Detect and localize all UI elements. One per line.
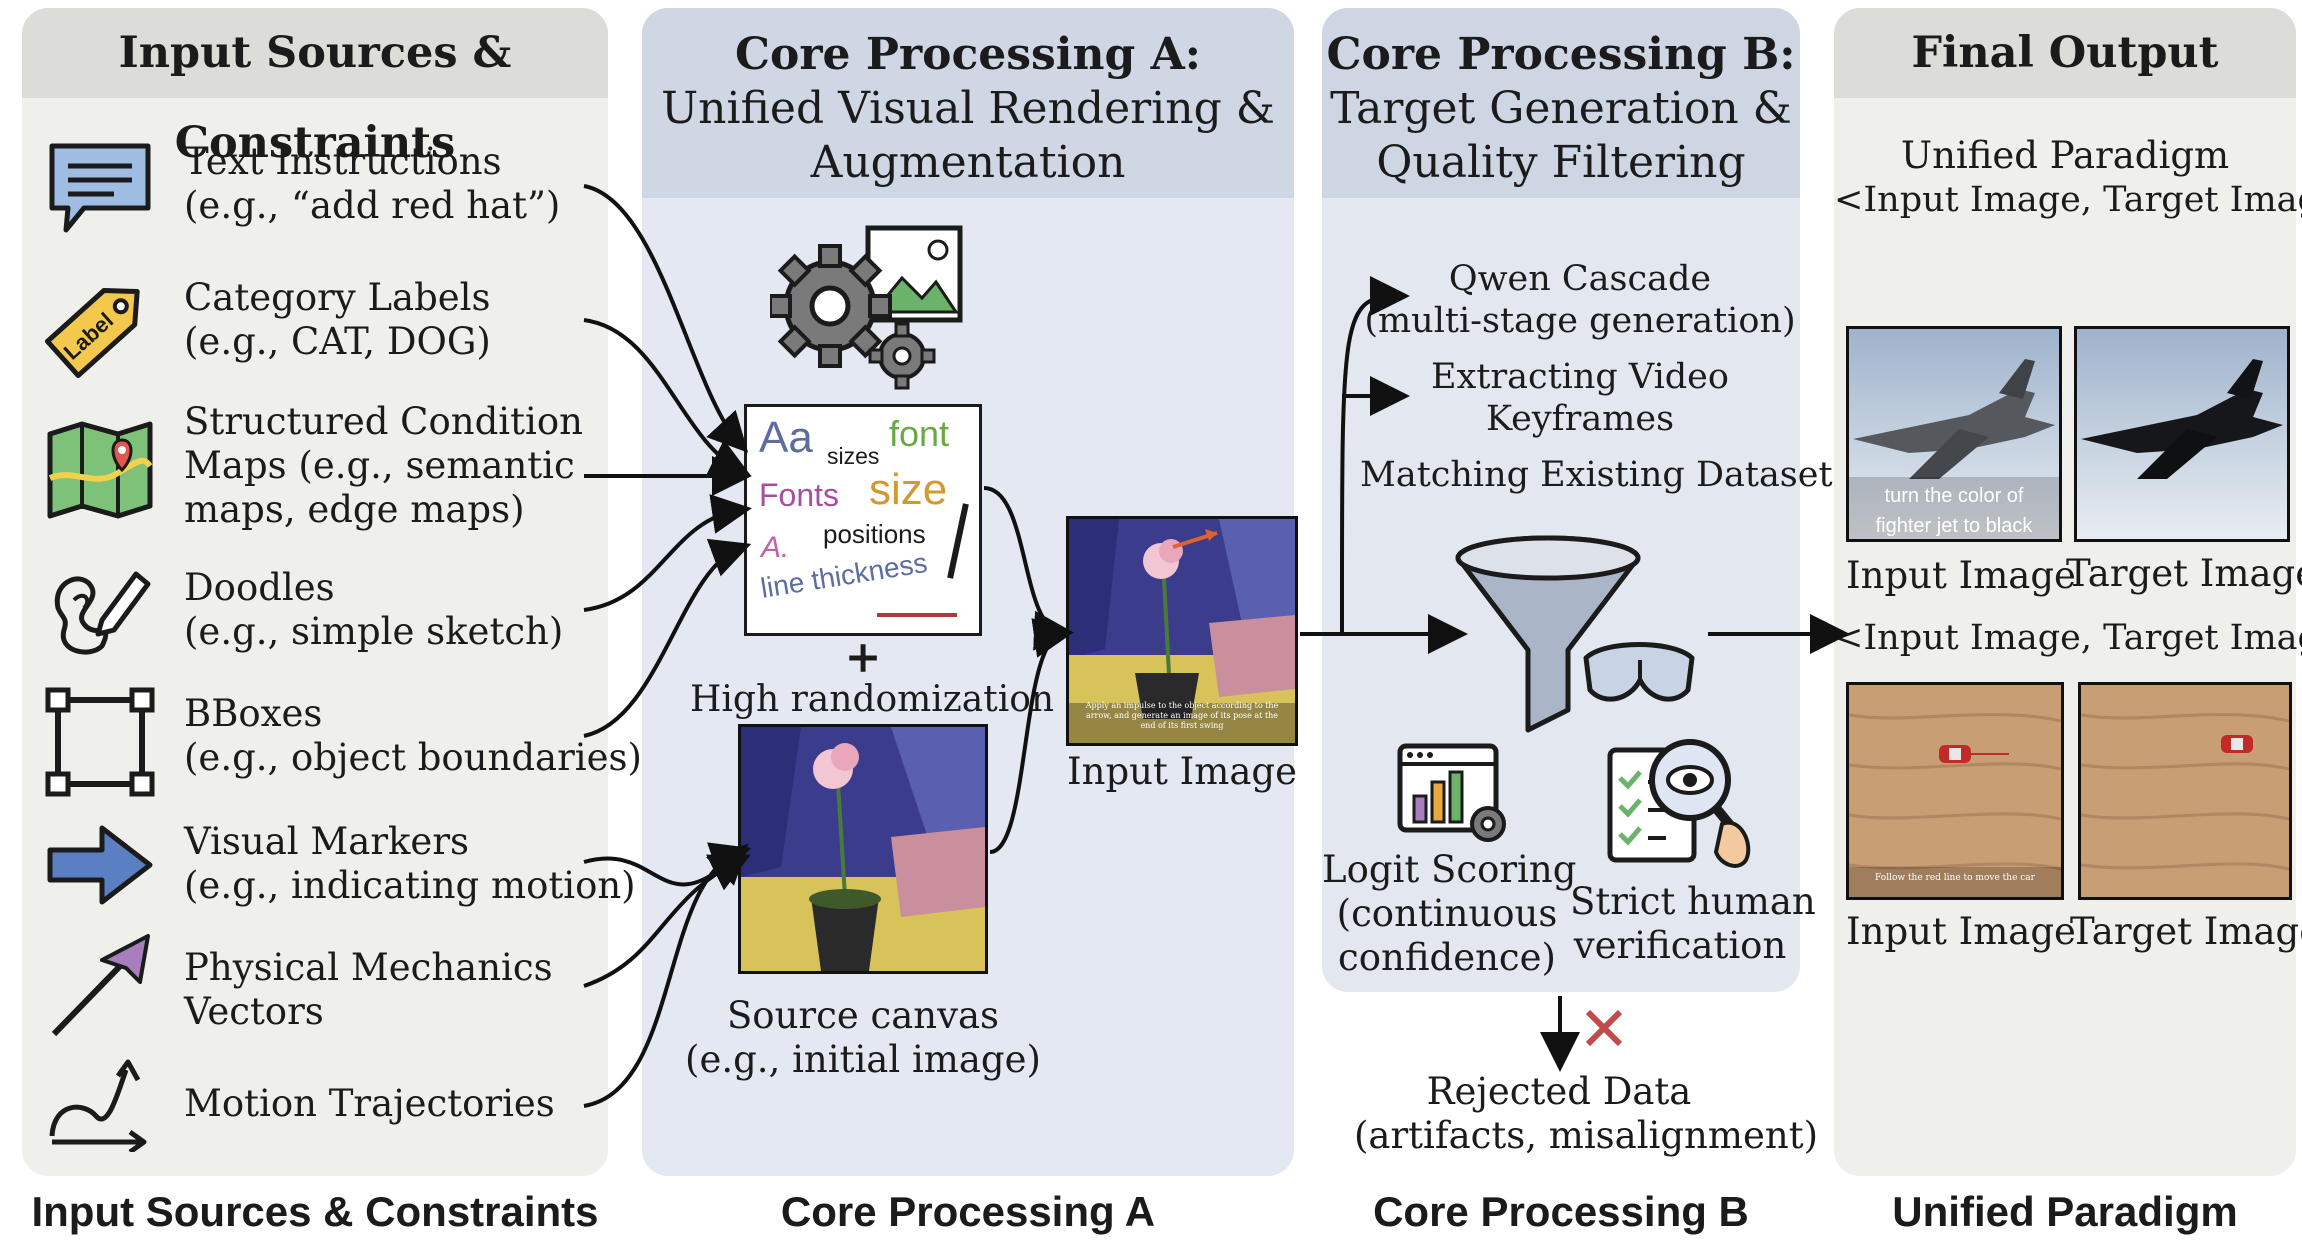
arrow-category-labels bbox=[583, 318, 751, 476]
arrow-motion-trajectories bbox=[583, 842, 752, 1108]
doodle-pen-icon bbox=[54, 571, 151, 655]
arrow-branch-qwen bbox=[1339, 276, 1410, 635]
font-sample-font: font bbox=[889, 413, 950, 454]
pair-label: <Input Image, Target Image> bbox=[1834, 618, 2302, 658]
source-canvas-image bbox=[738, 724, 988, 974]
reject-x-icon bbox=[1585, 1009, 1623, 1047]
arrow-marker-icon bbox=[47, 825, 153, 905]
panel-title: Final Output bbox=[1834, 8, 2296, 98]
funnel-goggles-icon bbox=[1455, 535, 1695, 733]
source-existing-datasets: Matching Existing Datasets bbox=[1360, 455, 1851, 495]
bbox-icon bbox=[45, 687, 155, 797]
arrow-text-instructions bbox=[583, 184, 749, 453]
font-sample-sizes: sizes bbox=[827, 443, 880, 469]
arrow-bboxes bbox=[583, 538, 752, 738]
red-line-mark bbox=[877, 613, 957, 617]
source-qwen-cascade: Qwen Cascade(multi-stage generation) bbox=[1364, 259, 1796, 341]
item-category-labels: Category Labels(e.g., CAT, DOG) bbox=[184, 276, 491, 363]
item-motion-trajectories: Motion Trajectories bbox=[184, 1082, 555, 1125]
item-visual-markers: Visual Markers(e.g., indicating motion) bbox=[184, 820, 636, 907]
label-tag-icon: Label bbox=[44, 288, 140, 379]
footer-core-b: Core Processing B bbox=[1373, 1188, 1749, 1235]
jet-target-image bbox=[2074, 326, 2290, 542]
chart-gear-icon bbox=[1397, 743, 1506, 842]
font-sample-a: A. bbox=[761, 531, 790, 564]
rendered-input-label: Input Image bbox=[1067, 750, 1297, 793]
font-sample-aa: Aa bbox=[759, 413, 813, 462]
car-input-label: Input Image bbox=[1846, 910, 2076, 953]
panel-title: Core Processing A: Unified Visual Render… bbox=[642, 8, 1294, 198]
font-sample-size: size bbox=[869, 465, 948, 514]
instruction-overlay-text: Apply an impulse to the object according… bbox=[1085, 701, 1279, 730]
vector-arrow-icon bbox=[51, 934, 150, 1037]
chat-bubble-icon bbox=[49, 143, 151, 233]
font-sample-positions: positions bbox=[823, 519, 926, 549]
trajectory-icon bbox=[49, 1059, 147, 1152]
plus-sign: + bbox=[844, 632, 882, 683]
rejected-data-label: Rejected Data(artifacts, misalignment) bbox=[1354, 1070, 1818, 1157]
footer-input-sources: Input Sources & Constraints bbox=[31, 1188, 599, 1235]
item-text-instructions: Text Instructions(e.g., “add red hat”) bbox=[184, 140, 561, 227]
arrow-doodles bbox=[583, 494, 752, 612]
checklist-magnifier-icon bbox=[1607, 739, 1751, 868]
car-caption: Follow the red line to move the car bbox=[1875, 873, 2035, 883]
final-output-panel: Final Output bbox=[1834, 8, 2296, 1176]
panel-title: Input Sources & Constraints bbox=[22, 8, 608, 168]
jet-input-label: Input Image bbox=[1846, 554, 2076, 597]
font-sample-fonts: Fonts bbox=[759, 477, 840, 513]
panel-title: Core Processing B: Target Generation & Q… bbox=[1322, 8, 1800, 198]
car-input-image: Follow the red line to move the car bbox=[1846, 682, 2064, 900]
car-target-label: Target Image bbox=[2070, 910, 2302, 953]
source-canvas-label: Source canvas(e.g., initial image) bbox=[685, 994, 1041, 1081]
gear-image-icon bbox=[770, 225, 963, 390]
high-randomization-label: High randomization bbox=[690, 679, 1055, 720]
car-target-image bbox=[2078, 682, 2292, 900]
item-doodles: Doodles(e.g., simple sketch) bbox=[184, 566, 564, 653]
footer-unified-paradigm: Unified Paradigm bbox=[1892, 1188, 2238, 1235]
unified-paradigm-label: Unified Paradigm <Input Image, Target Im… bbox=[1834, 134, 2302, 220]
map-icon bbox=[47, 421, 153, 519]
footer-core-a: Core Processing A bbox=[780, 1188, 1156, 1235]
item-bboxes: BBoxes(e.g., object boundaries) bbox=[184, 692, 642, 779]
rendered-input-image: Apply an impulse to the object according… bbox=[1066, 516, 1298, 746]
arrow-canvas-to-input bbox=[989, 618, 1074, 854]
font-variation-card: Aa sizes font Fonts size positions A. li… bbox=[744, 404, 982, 636]
arrow-card-to-input bbox=[983, 486, 1074, 651]
jet-target-label: Target Image bbox=[2066, 552, 2302, 595]
